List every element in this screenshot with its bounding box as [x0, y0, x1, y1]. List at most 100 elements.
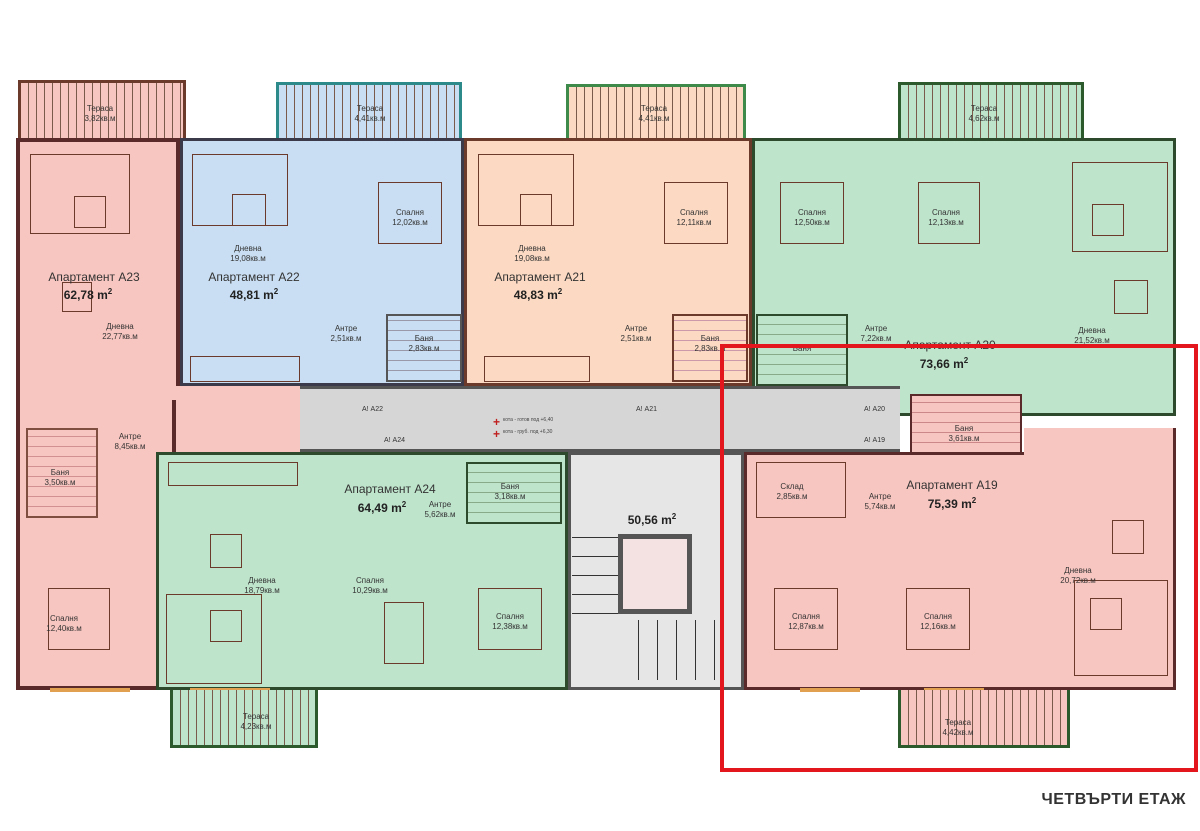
a24-terrace: [170, 690, 318, 748]
a21-bed: [664, 182, 728, 244]
a24-living-name: Дневна: [248, 576, 276, 585]
a24-kitchen: [168, 462, 298, 486]
a19-bedroom1-name: Спалня: [792, 612, 820, 621]
a20-hall-area: 7,22кв.м: [860, 334, 892, 343]
a24-bedroom1-area: 10,29кв.м: [352, 586, 388, 595]
elevator-shaft: [618, 534, 692, 614]
a22-table: [232, 194, 266, 226]
a21-name: Апартамент А21: [494, 270, 586, 284]
a20-bedroom1-area: 12,50кв.м: [794, 218, 830, 227]
stair-flight-bottom: [620, 620, 720, 680]
a21-living-name: Дневна: [518, 244, 546, 253]
a21-bath-area: 2,83кв.м: [694, 344, 726, 353]
a23-bath: [26, 428, 98, 518]
a23-window-bottom: [50, 688, 130, 692]
a24-dining: [210, 534, 242, 568]
a20-terrace-area: 4,62кв.м: [968, 114, 1000, 123]
a24-bath-name: Баня: [500, 482, 520, 491]
a19-bed-1: [774, 588, 838, 650]
a22-living-name: Дневна: [234, 244, 262, 253]
a19-bath-area: [910, 394, 1022, 454]
a24-name: Апартамент А24: [344, 482, 436, 496]
a24-bedroom2-area: 12,38кв.м: [492, 622, 528, 631]
a22-living-area: 19,08кв.м: [230, 254, 266, 263]
a22-bedroom-name: Спалня: [396, 208, 424, 217]
a22-bath: [386, 314, 462, 382]
a23-sofa: [30, 154, 130, 234]
a19-table: [1090, 598, 1122, 630]
a22-terrace-name: Тераса: [356, 104, 384, 113]
a21-hall-name: Антре: [624, 324, 648, 333]
a21-terrace-name: Тераса: [640, 104, 668, 113]
a21-hall-area: 2,51кв.м: [620, 334, 652, 343]
apartment-a19[interactable]: [744, 452, 1176, 690]
a24-table: [210, 610, 242, 642]
a23-terrace-name: Тераса: [86, 104, 114, 113]
a19-window-1: [800, 688, 860, 692]
a20-living-name: Дневна: [1078, 326, 1106, 335]
a22-area: 48,81 m2: [229, 287, 279, 302]
a24-entry-tag: А! А24: [384, 437, 406, 444]
a23-living-area: 22,77кв.м: [102, 332, 138, 341]
stairwell-area: 50,56 m2: [627, 512, 677, 527]
a19-terrace-name: Тераса: [944, 718, 972, 727]
a19-highlight-frame: [720, 344, 1198, 772]
a21-kitchen: [484, 356, 590, 382]
a23-terrace-area: 3,82кв.м: [84, 114, 116, 123]
a21-terrace-area: 4,41кв.м: [638, 114, 670, 123]
corridor-note-2: кота - груб. под +6,30: [503, 429, 553, 435]
a19-bedroom1-area: 12,87кв.м: [788, 622, 824, 631]
a21-living-area: 19,08кв.м: [514, 254, 550, 263]
a20-bath: [756, 314, 848, 386]
a23-bath-name: Баня: [50, 468, 70, 477]
a20-entry-tag: А! А20: [864, 406, 886, 413]
a19-terrace-area: 4,42кв.м: [942, 728, 974, 737]
a23-living-name: Дневна: [106, 322, 134, 331]
a20-hall-name: Антре: [864, 324, 888, 333]
a24-bed-2: [478, 588, 542, 650]
a23-table: [74, 196, 106, 228]
a24-hall-name: Антре: [428, 500, 452, 509]
a24-bath: [466, 462, 562, 524]
a21-bath-name: Баня: [700, 334, 720, 343]
a20-sofa: [1072, 162, 1168, 252]
a20-bedroom1-name: Спалня: [798, 208, 826, 217]
a19-bedroom2-area: 12,16кв.м: [920, 622, 956, 631]
a23-bedroom-name: Спалня: [50, 614, 78, 623]
a20-area: 73,66 m2: [919, 356, 969, 371]
a22-name: Апартамент А22: [208, 270, 300, 284]
a19-bed-2: [906, 588, 970, 650]
a22-entry-tag: А! А22: [362, 406, 384, 413]
a22-terrace-area: 4,41кв.м: [354, 114, 386, 123]
a19-living-area: 20,72кв.м: [1060, 576, 1096, 585]
a20-bath-name: Баня: [792, 344, 812, 353]
floor-title: ЧЕТВЪРТИ ЕТАЖ: [1041, 791, 1186, 808]
a20-bedroom2-name: Спалня: [932, 208, 960, 217]
a24-terrace-area: 4,23кв.м: [240, 722, 272, 731]
a19-living-name: Дневна: [1064, 566, 1092, 575]
corridor-entry-a23: [176, 386, 300, 452]
a19-area: 75,39 m2: [927, 496, 977, 511]
a24-sofa: [166, 594, 262, 684]
apartment-a23[interactable]: [16, 138, 180, 400]
corridor-note-1: кота - готов под +6,40: [503, 417, 554, 423]
a19-storage-name: Склад: [780, 482, 804, 491]
a24-terrace-name: Тераса: [242, 712, 270, 721]
a23-terrace: [18, 80, 186, 138]
a20-bedroom2-area: 12,13кв.м: [928, 218, 964, 227]
a19-name: Апартамент А19: [906, 478, 998, 492]
a21-bedroom-area: 12,11кв.м: [676, 218, 712, 227]
a20-table: [1092, 204, 1124, 236]
a22-hall-area: 2,51кв.м: [330, 334, 362, 343]
a24-area: 64,49 m2: [357, 500, 407, 515]
a24-bedroom1-name: Спалня: [356, 576, 384, 585]
a20-dining: [1114, 280, 1148, 314]
a22-hall-name: Антре: [334, 324, 358, 333]
a23-hall-area: 8,45кв.м: [114, 442, 146, 451]
a19-bath-name: Баня: [954, 424, 974, 433]
a21-bedroom-name: Спалня: [680, 208, 708, 217]
a24-living-area: 18,79кв.м: [244, 586, 280, 595]
a19-hall-area: 5,74кв.м: [864, 502, 896, 511]
a22-terrace: [276, 82, 462, 138]
